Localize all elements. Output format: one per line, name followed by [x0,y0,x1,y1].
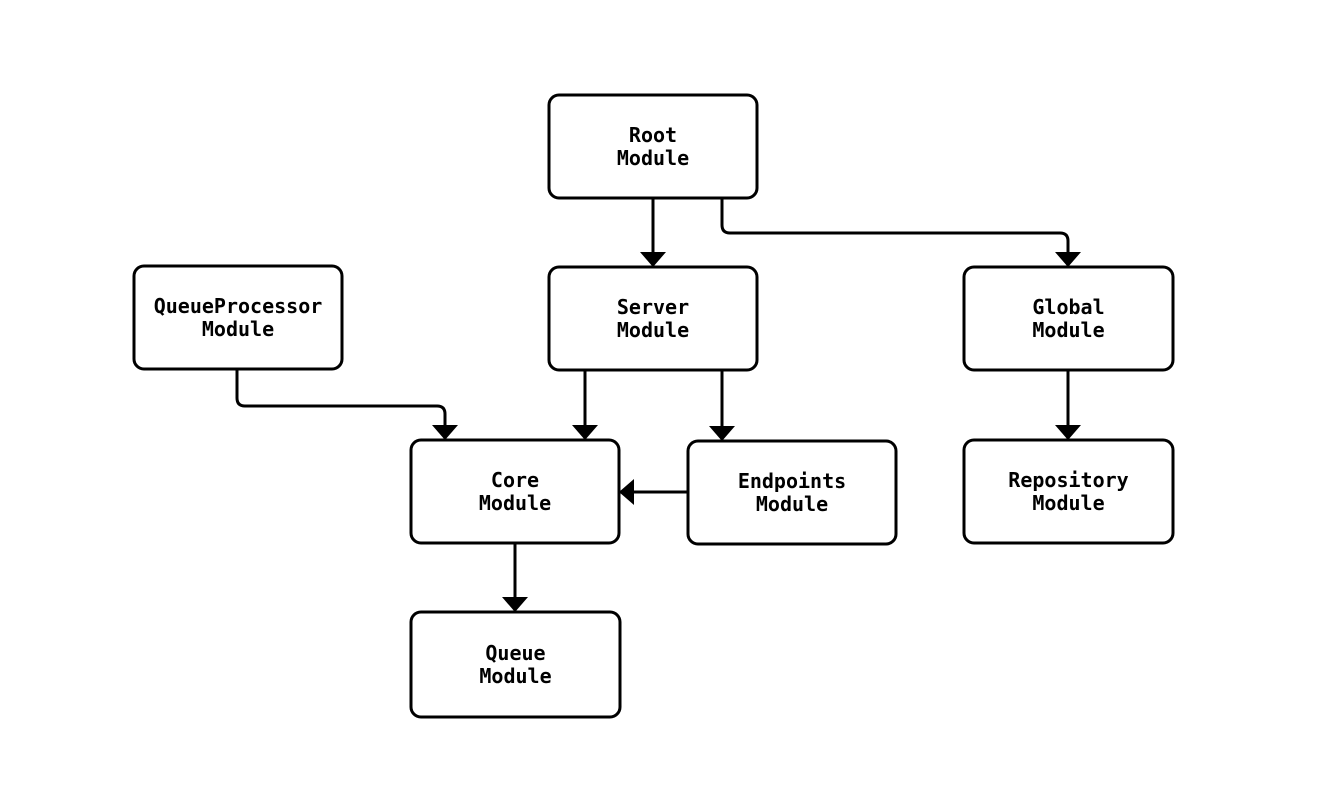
node-root-box [547,93,759,200]
node-queue-box [409,610,622,719]
edge-root-to-global [720,198,1081,267]
edge-queueprocessor-to-core [235,369,458,440]
node-queueprocessor-box [132,264,344,371]
node-endpoints-box [686,439,898,546]
node-global-box [962,265,1175,372]
node-core-box [409,438,621,545]
node-repository-box [962,438,1175,545]
node-server-box [547,265,759,372]
